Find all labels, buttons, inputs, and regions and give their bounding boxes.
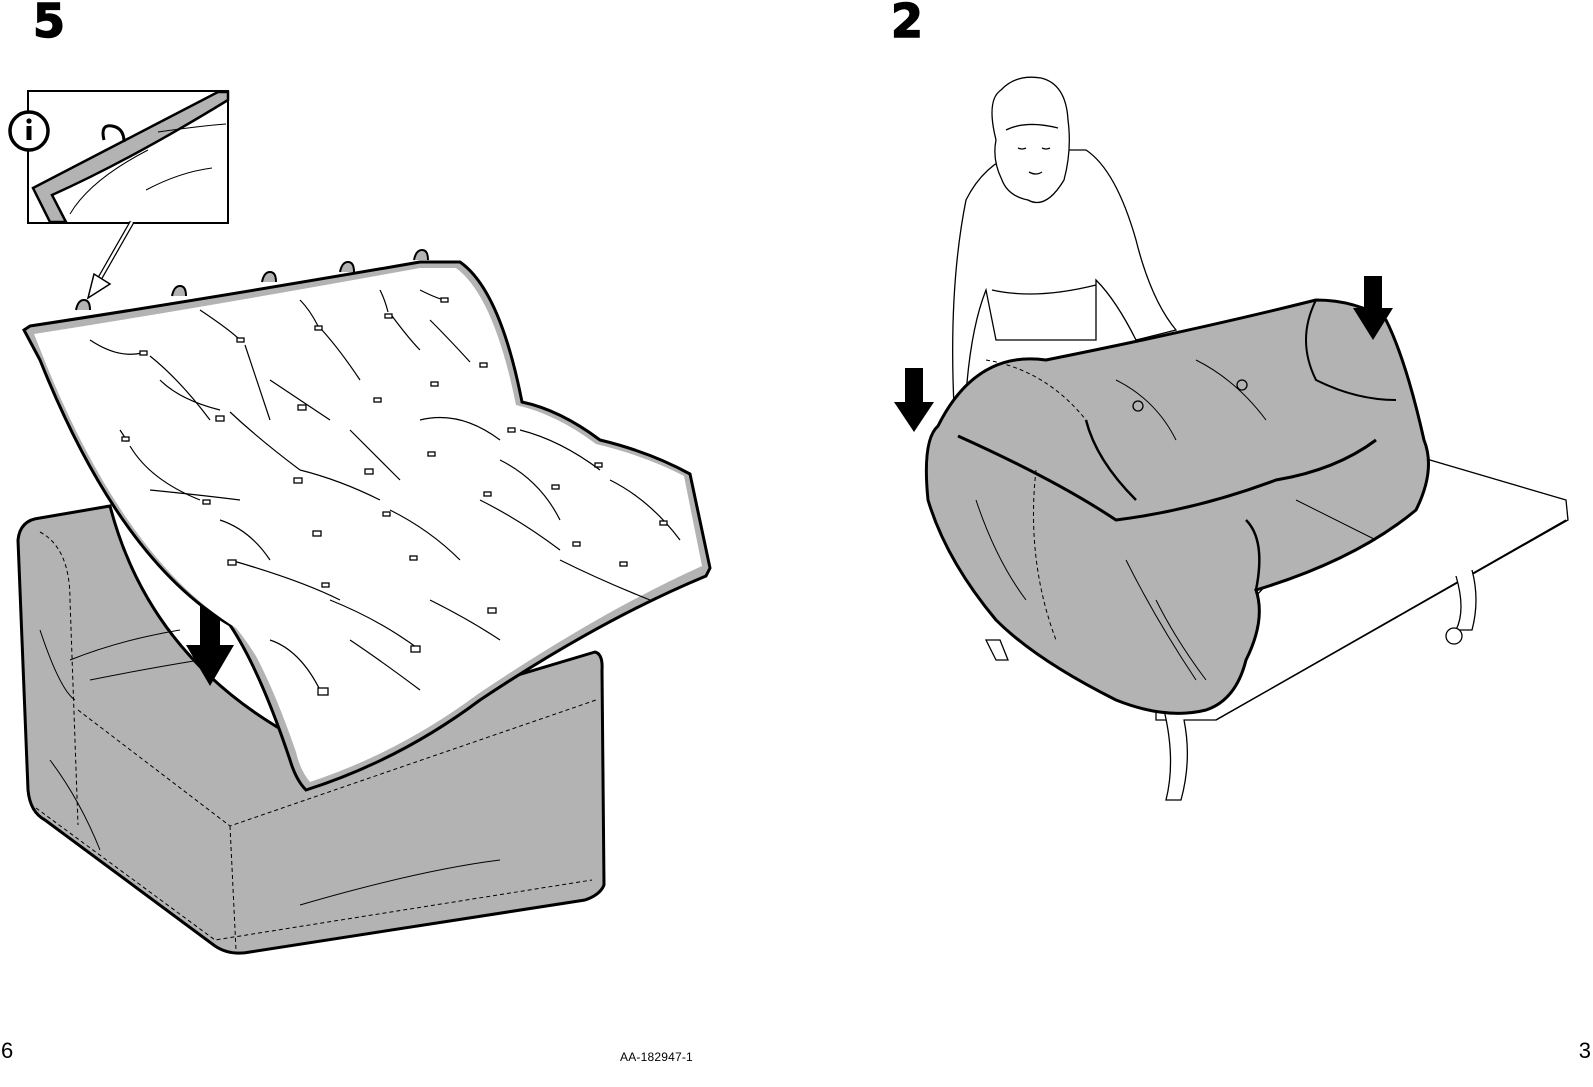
chair-base [16,504,606,955]
page-number: 6 [1,1038,14,1063]
person-figure [952,76,1178,441]
page-number: 3 [1578,1038,1591,1063]
sofa-bed [984,449,1569,801]
arrow-down-icon [894,368,934,432]
detail-inset [27,90,230,224]
step-2-illustration [894,76,1569,801]
quilted-cushion [22,248,712,792]
pointer-arrow-icon [86,220,135,300]
step-number: 5 [32,0,66,48]
arrow-down-icon [1353,276,1393,340]
sofa-cover [924,298,1430,715]
right-page: 2 [796,0,1593,1087]
left-page: 5 [0,0,796,1087]
step-number: 2 [890,0,924,48]
step-5-illustration [8,90,712,955]
document-code: AA-182947-1 [620,1050,693,1064]
info-icon [8,110,50,152]
